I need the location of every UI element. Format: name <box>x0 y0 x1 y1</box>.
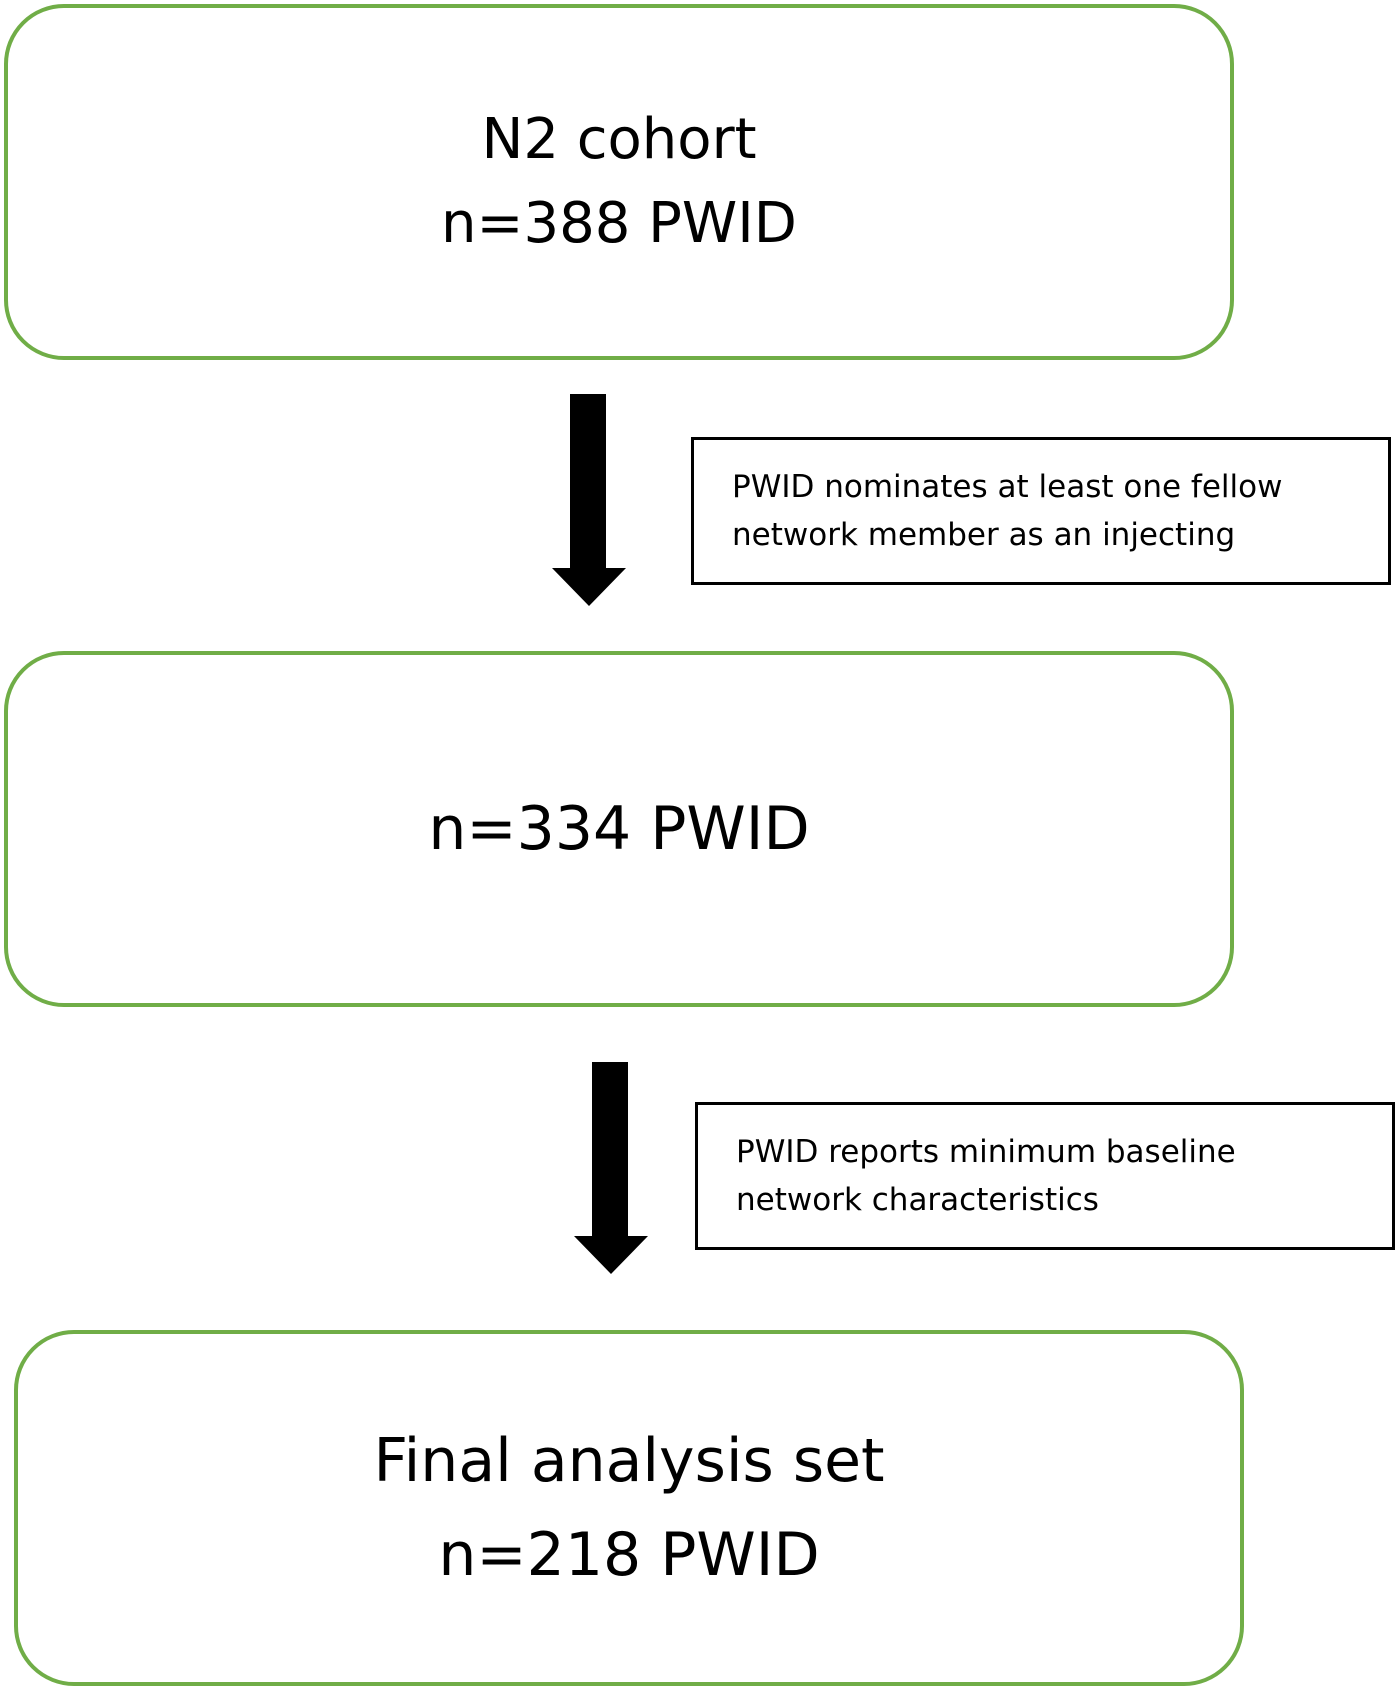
criterion-box-nomination: PWID nominates at least one fellow netwo… <box>691 437 1391 585</box>
down-arrow-icon <box>574 1062 648 1274</box>
step-box-cohort: N2 cohort n=388 PWID <box>4 4 1234 360</box>
step-cohort-title: N2 cohort <box>481 107 757 172</box>
criterion-baseline-line-2: network characteristics <box>736 1182 1099 1218</box>
criterion-nomination-line-2: network member as an injecting <box>732 517 1236 553</box>
step-cohort-count: n=388 PWID <box>441 191 797 256</box>
step-nominators-count: n=334 PWID <box>428 794 810 864</box>
step-box-final: Final analysis set n=218 PWID <box>14 1330 1244 1686</box>
criterion-baseline-line-1: PWID reports minimum baseline <box>736 1134 1236 1170</box>
down-arrow-icon <box>552 394 626 606</box>
step-box-nominators: n=334 PWID <box>4 651 1234 1007</box>
step-final-title: Final analysis set <box>373 1426 885 1496</box>
criterion-nomination-line-1: PWID nominates at least one fellow <box>732 469 1283 505</box>
criterion-box-baseline: PWID reports minimum baseline network ch… <box>695 1102 1395 1250</box>
step-final-count: n=218 PWID <box>438 1520 820 1590</box>
